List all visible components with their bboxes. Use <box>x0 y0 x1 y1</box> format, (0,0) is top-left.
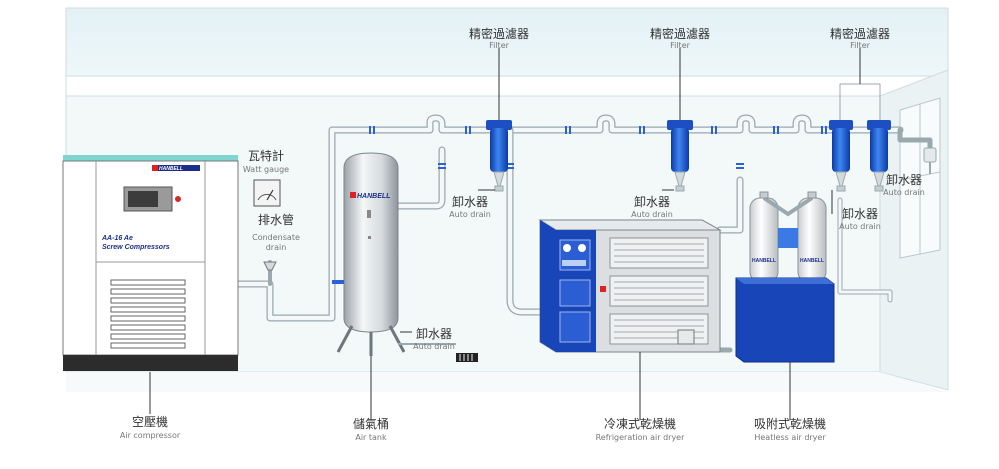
tank-brand: HANBELL <box>357 193 390 200</box>
compressor-vent-grille <box>110 279 186 349</box>
air-compressor: HANBELL AA-16 Ae Screw Compressors <box>62 155 239 414</box>
condensate-label-en1: Condensate <box>252 233 300 242</box>
filter-label-3-cn: 精密過濾器 <box>830 26 890 41</box>
filter-label-1-cn: 精密過濾器 <box>469 26 529 41</box>
watt-gauge-icon <box>253 179 281 207</box>
compressor-type: Screw Compressors <box>102 244 170 251</box>
auto-drain-label-4: 卸水器 Auto drain <box>883 172 925 197</box>
auto-drain-label-4-cn: 卸水器 <box>886 172 922 187</box>
condensate-drain-icon <box>263 261 277 271</box>
pipe-network <box>232 83 933 353</box>
tank-label-en: Air tank <box>355 433 387 442</box>
watt-gauge-label: 瓦特計 Watt gauge <box>243 148 289 174</box>
filter-label-2-cn: 精密過濾器 <box>650 26 710 41</box>
condensate-drain-label: 排水管 Condensate drain <box>252 212 300 252</box>
filter-label-2-en: Filter <box>670 41 691 50</box>
heatless-brand-right: HANBELL <box>800 258 824 264</box>
filter-unit-3 <box>829 48 861 192</box>
filter-label-1: 精密過濾器 Filter <box>469 26 529 50</box>
heatless-label-en: Heatless air dryer <box>754 433 826 442</box>
condensate-label-en2: drain <box>266 243 287 252</box>
filter-label-2: 精密過濾器 Filter <box>650 26 710 50</box>
auto-drain-label-5-cn: 卸水器 <box>416 326 452 341</box>
watt-gauge-label-cn: 瓦特計 <box>248 148 284 163</box>
heatless-brand-left: HANBELL <box>752 258 776 264</box>
auto-drain-label-2-en: Auto drain <box>631 210 673 219</box>
refrigeration-air-dryer <box>538 219 722 420</box>
refdryer-label-en: Refrigeration air dryer <box>596 433 685 442</box>
auto-drain-label-1-cn: 卸水器 <box>452 194 488 209</box>
auto-drain-label-5: 卸水器 Auto drain <box>413 326 455 351</box>
air-tank: HANBELL <box>332 152 478 420</box>
auto-drain-label-1: 卸水器 Auto drain <box>449 194 491 219</box>
leader-lines <box>400 189 833 333</box>
auto-drain-label-2-cn: 卸水器 <box>634 194 670 209</box>
auto-drain-label-2: 卸水器 Auto drain <box>631 194 673 219</box>
filter-unit-1 <box>486 48 512 192</box>
auto-drain-label-1-en: Auto drain <box>449 210 491 219</box>
filter-label-3: 精密過濾器 Filter <box>830 26 890 50</box>
auto-drain-label-4-en: Auto drain <box>883 188 925 197</box>
heatless-air-dryer: HANBELL HANBELL <box>735 191 835 420</box>
filter-label-1-en: Filter <box>489 41 510 50</box>
emergency-stop-icon <box>175 196 181 202</box>
heatless-dryer-label: 吸附式乾燥機 Heatless air dryer <box>754 416 826 442</box>
filter-unit-4 <box>867 120 891 192</box>
tank-label-cn: 儲氣桶 <box>353 416 389 431</box>
compressor-label-en: Air compressor <box>120 431 181 440</box>
compressor-model: AA-16 Ae <box>101 235 133 242</box>
compressor-brand-plate: HANBELL <box>159 166 183 172</box>
auto-drain-label-3-en: Auto drain <box>839 222 881 231</box>
auto-drain-label-5-en: Auto drain <box>413 342 455 351</box>
condensate-label-cn: 排水管 <box>258 212 294 227</box>
refdryer-label-cn: 冷凍式乾燥機 <box>604 416 676 431</box>
filter-unit-2 <box>667 48 693 192</box>
watt-gauge-label-en: Watt gauge <box>243 165 289 174</box>
air-compressor-label: 空壓機 Air compressor <box>120 414 181 440</box>
filter-label-3-en: Filter <box>850 41 871 50</box>
compressor-label-cn: 空壓機 <box>132 414 168 429</box>
wall-auto-drain <box>923 147 937 174</box>
auto-drain-label-3: 卸水器 Auto drain <box>839 206 881 231</box>
heatless-label-cn: 吸附式乾燥機 <box>754 416 826 431</box>
air-tank-label: 儲氣桶 Air tank <box>353 416 389 442</box>
auto-drain-label-3-cn: 卸水器 <box>842 206 878 221</box>
dryer-vent-panels <box>609 237 709 345</box>
refrigeration-dryer-label: 冷凍式乾燥機 Refrigeration air dryer <box>596 416 685 442</box>
